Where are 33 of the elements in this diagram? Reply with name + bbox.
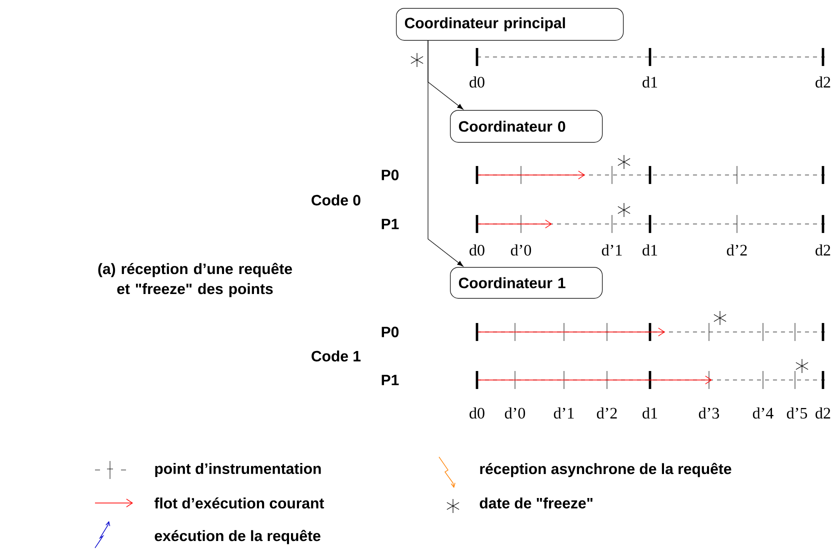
legend-text: exécution de la requête bbox=[154, 530, 320, 544]
date-label: d’1 bbox=[602, 244, 622, 256]
date-label: d’5 bbox=[786, 407, 808, 419]
date-label: d’4 bbox=[752, 407, 774, 419]
row-label: P0 bbox=[382, 326, 399, 338]
coordinator-box: Coordinateur 1 bbox=[450, 266, 603, 299]
legend-text: point d’instrumentation bbox=[155, 463, 321, 477]
date-label: d2 bbox=[816, 244, 830, 256]
date-label: d’3 bbox=[698, 407, 720, 419]
date-label: d2 bbox=[816, 76, 830, 88]
caption-text: (a) réception d’une requête et "freeze" des points bbox=[98, 262, 292, 298]
date-label: d0 bbox=[470, 244, 484, 256]
coordinator-box: Coordinateur principal bbox=[396, 8, 624, 41]
row-label: P1 bbox=[382, 374, 399, 386]
coordinator-box: Coordinateur 0 bbox=[450, 110, 603, 143]
legend-text: réception asynchrone de la requête bbox=[480, 462, 732, 478]
date-label: d1 bbox=[642, 407, 658, 419]
date-label: d2 bbox=[816, 407, 830, 419]
legend-text: date de "freeze" bbox=[480, 497, 592, 508]
date-label: d1 bbox=[642, 76, 658, 88]
date-label: d0 bbox=[470, 76, 484, 88]
row-label: P0 bbox=[382, 170, 399, 180]
row-label: Code 0 bbox=[312, 194, 360, 206]
row-label: Code 1 bbox=[312, 350, 361, 362]
date-label: d’0 bbox=[504, 407, 526, 419]
legend-text: flot d’exécution courant bbox=[154, 497, 324, 509]
date-label: d’1 bbox=[554, 407, 574, 419]
date-label: d0 bbox=[470, 407, 484, 419]
date-label: d’2 bbox=[596, 407, 617, 419]
arrow bbox=[428, 40, 464, 266]
row-label: P1 bbox=[382, 218, 399, 230]
date-label: d1 bbox=[642, 244, 658, 256]
date-label: d’2 bbox=[726, 244, 747, 256]
